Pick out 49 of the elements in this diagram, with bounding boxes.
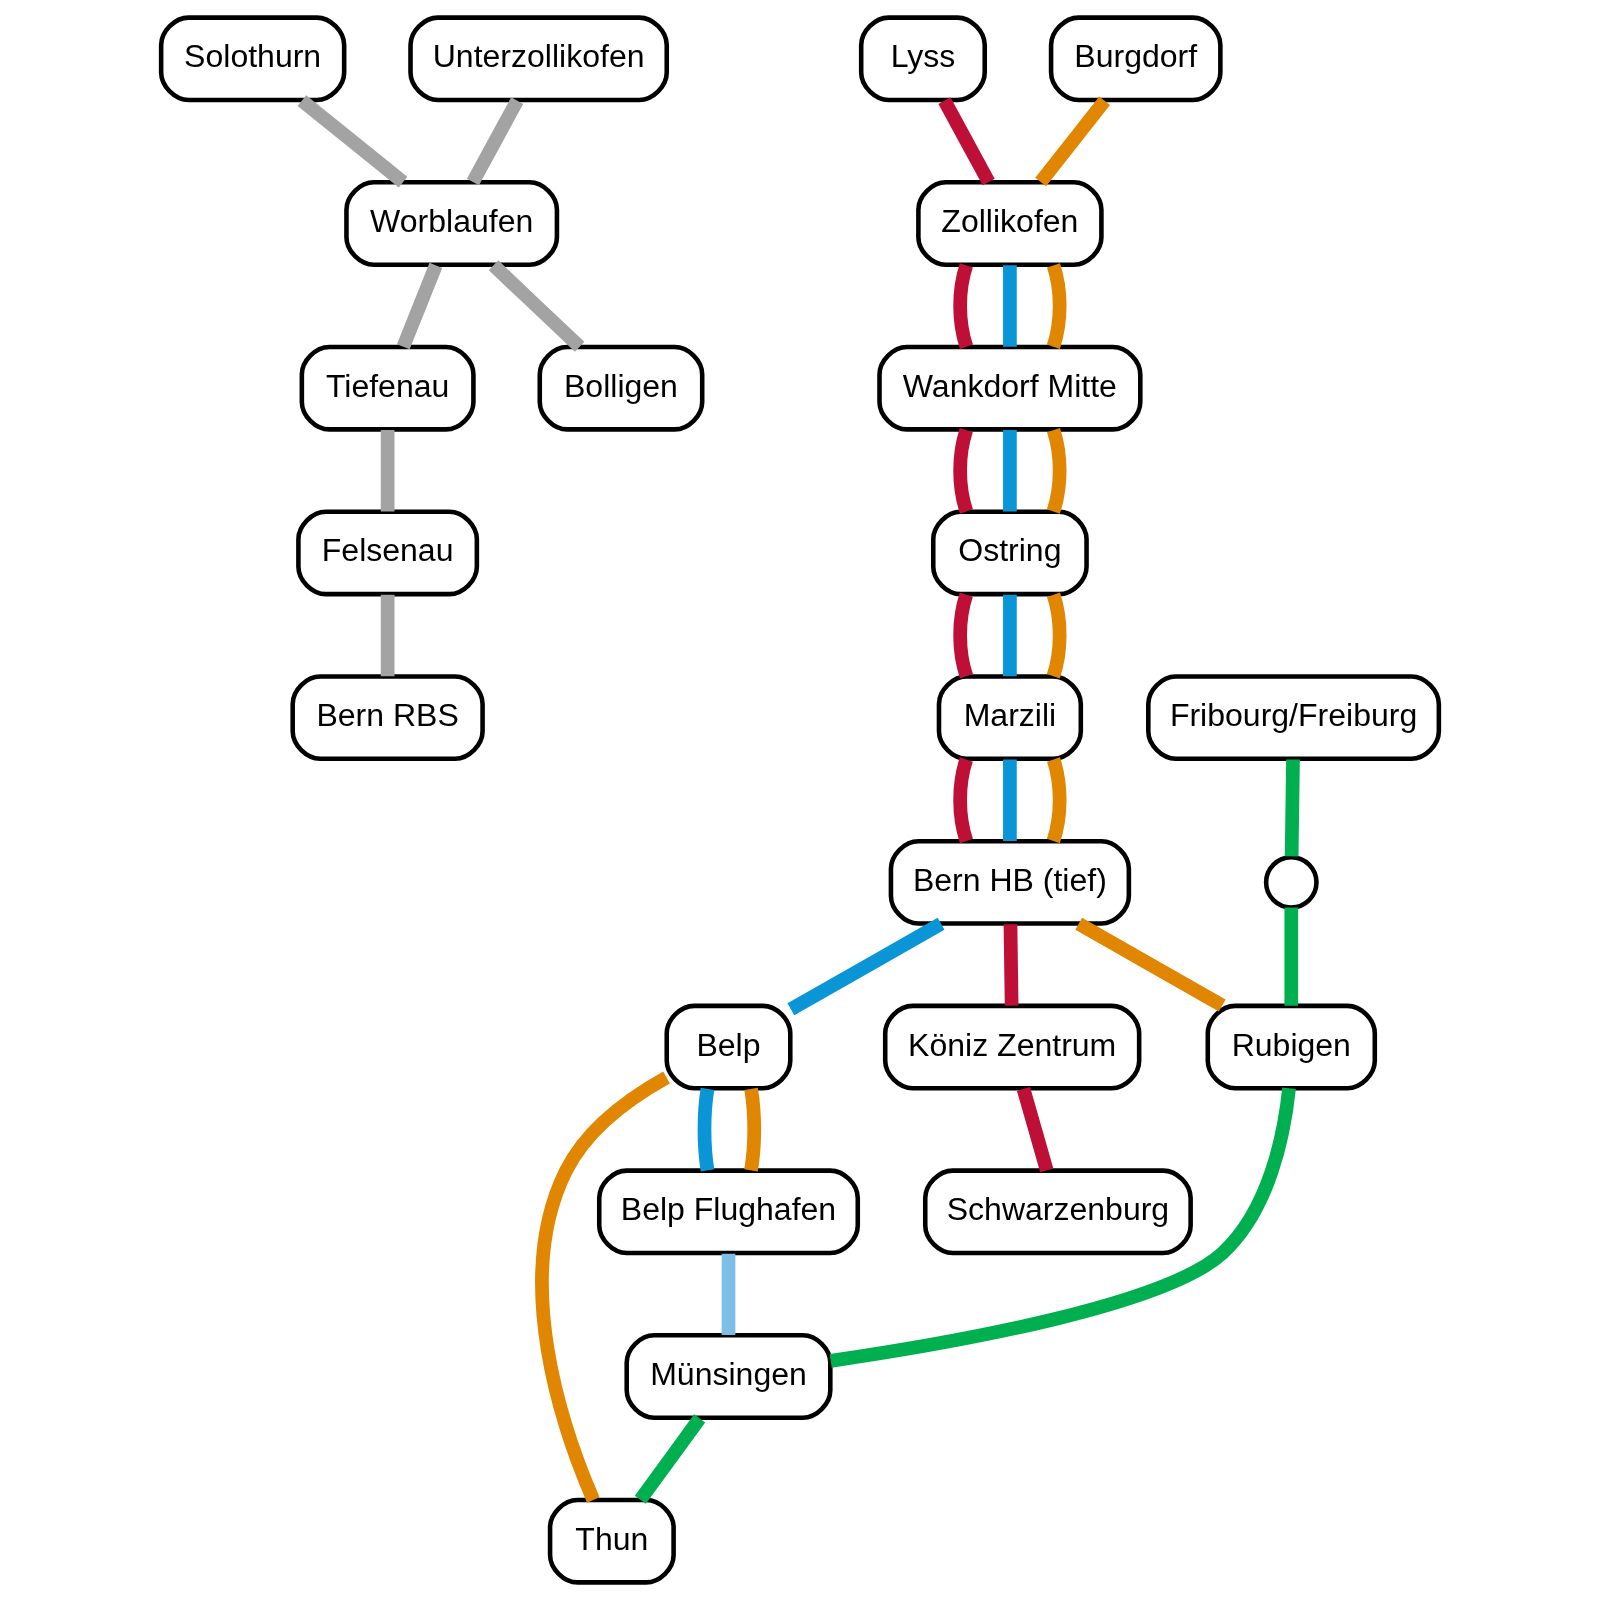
node-box: Unterzollikofen: [408, 15, 670, 103]
connector: [396, 262, 443, 350]
connector: [535, 1071, 670, 1503]
node-box: Bern HB (tief): [888, 838, 1132, 926]
connector: [1003, 759, 1017, 841]
connector: [634, 1414, 706, 1504]
connector: [297, 95, 408, 188]
connector: [697, 1087, 715, 1172]
node-box: Fribourg/Freiburg: [1146, 674, 1442, 762]
node-box: Solothurn: [158, 15, 347, 103]
node-circle: [1263, 854, 1319, 910]
connector: [1003, 924, 1019, 1006]
node-box: Marzili: [936, 674, 1084, 762]
connector: [1075, 917, 1226, 1012]
connector: [829, 1087, 1296, 1368]
connector: [938, 97, 995, 186]
node-box: Rubigen: [1205, 1003, 1378, 1091]
connector: [1284, 759, 1300, 857]
node-box: Worblaufen: [344, 180, 560, 267]
connector: [1003, 594, 1017, 677]
connector: [1046, 592, 1067, 679]
node-box: Zollikofen: [916, 180, 1104, 267]
node-box: Ostring: [930, 509, 1089, 597]
node-box: Felsenau: [296, 509, 480, 597]
connector: [380, 430, 395, 512]
connector: [1003, 430, 1017, 512]
node-box: Köniz Zentrum: [882, 1003, 1142, 1091]
node-box: Bolligen: [537, 344, 705, 432]
node-box: Schwarzenburg: [922, 1168, 1193, 1256]
node-box: Belp: [664, 1003, 793, 1091]
node-box: Lyss: [858, 15, 987, 103]
connector: [1003, 265, 1017, 347]
node-box: Belp Flughafen: [596, 1168, 861, 1256]
connector: [380, 594, 395, 677]
connector: [721, 1253, 736, 1336]
connector: [466, 97, 524, 186]
node-box: Bern RBS: [290, 674, 485, 762]
connector: [953, 592, 973, 679]
connector: [488, 260, 585, 352]
connector: [1035, 96, 1110, 187]
node-box: Burgdorf: [1048, 15, 1223, 103]
node-box: Wankdorf Mitte: [877, 344, 1143, 432]
connector: [1284, 907, 1299, 1006]
connector: [1016, 1087, 1054, 1173]
node-box: Münsingen: [624, 1333, 833, 1420]
connector: [744, 1087, 762, 1172]
node-box: Thun: [547, 1497, 676, 1585]
connector: [787, 917, 945, 1016]
node-box: Tiefenau: [299, 344, 476, 432]
